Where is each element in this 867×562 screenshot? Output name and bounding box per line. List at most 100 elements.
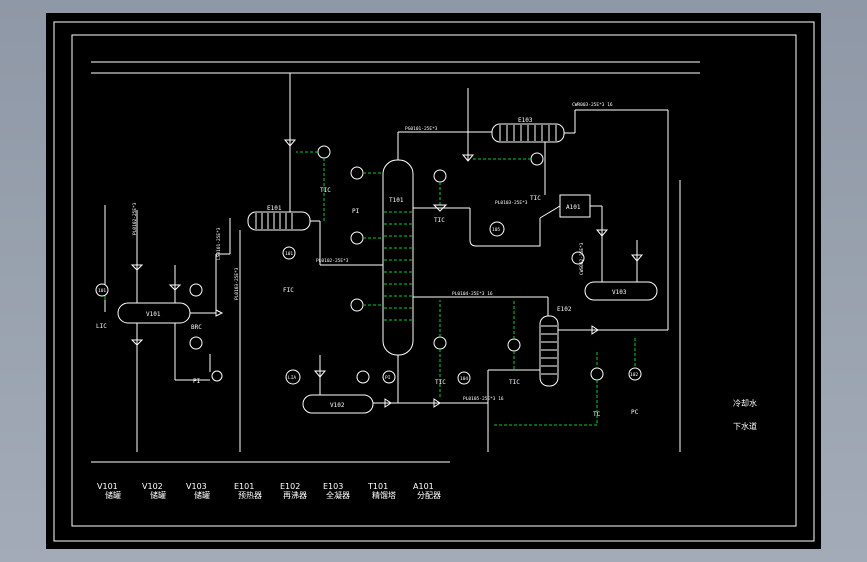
legend-e101-tag: E101 [234,482,254,491]
tic-top-bubble [317,145,331,159]
cw-top-label: CWR003-25E*3 16 [572,102,613,108]
outer-frame [53,21,815,542]
legend-v102-tag: V102 [142,482,163,491]
legend-t101: T101 精馏塔 [367,482,396,500]
legend-e101: E101 预热器 [234,482,262,500]
a101-flow-bubble [571,251,585,265]
valve-v101-top[interactable] [130,264,144,271]
flow-bubble [189,283,203,297]
v102-valve[interactable] [313,370,327,378]
t101-column [382,159,414,356]
legend-v102: V102 储罐 [142,482,166,500]
bottom-valve[interactable] [384,398,392,408]
lic-label: LIC [96,323,107,330]
steam-line-label: LS0101-25E*3 [216,227,222,260]
tic-e101-tag: 101 [285,251,293,257]
brc-label: BRC [191,324,202,331]
a101-line-label: CWS002-25E*3 [579,242,585,275]
a101-valve[interactable] [595,229,609,237]
legend-t101-tag: T101 [367,482,388,491]
line-e101-label: PL0103-25E*3 [234,267,240,300]
pi-pump-label: PI [193,378,201,385]
e103-tic-label: TIC [530,195,541,202]
fic-reflux-bubble [489,221,505,237]
pc-bubble-tag: 102 [630,372,638,378]
lia-bubble [285,369,301,385]
legend-e102-tag: E102 [280,482,300,491]
legend-a101: A101 分配器 [413,482,441,500]
legend-e103-tag: E103 [323,482,343,491]
t101-label: T101 [389,197,404,204]
legend-e103: E103 全凝器 [323,482,350,500]
lic-bubble-tag: 101 [98,288,106,294]
legend-v101: V101 储罐 [97,482,121,500]
lic-bubble [95,283,109,297]
cooling-water-label: 冷却水 [733,398,757,408]
legend-e101-name: 预热器 [238,490,262,500]
pi-bot-bubble-tag: PI [385,375,391,381]
legend-v103-name: 储罐 [194,490,210,500]
tic-mid-label: TIC [435,379,446,386]
legend-v103: V103 储罐 [186,482,210,500]
steam-valve[interactable] [283,139,297,147]
tic-e101-bubble [282,246,296,260]
e102-label: E102 [557,306,572,313]
fi-bubble [457,371,471,385]
v102-temp-bubble [356,370,370,384]
a101-label: A101 [566,204,581,211]
inner-frame [71,34,797,527]
legend-e102-name: 再沸器 [283,490,307,500]
bottom-line-label: PL0105-25E*3 16 [463,396,504,402]
tic-e102-bubble [507,338,521,352]
v103-label: V103 [612,289,627,296]
legend-v102-name: 储罐 [150,490,166,500]
valve-v101-bottom[interactable] [130,339,144,346]
v103-valve[interactable] [630,254,644,262]
cad-drawing-viewport[interactable]: V101 101 LIC BRC PI PL0102-25E*3 LS0101-… [46,13,821,549]
v102-vessel [302,394,374,414]
process-flow-diagram: V101 101 LIC BRC PI PL0102-25E*3 LS0101-… [53,21,815,542]
v103-vessel [584,281,658,301]
legend-v103-tag: V103 [186,482,207,491]
col-temp-bubble [350,231,364,245]
pc-bubble [628,367,642,381]
e102-valve[interactable] [591,325,599,335]
col-mid-bubble [350,298,364,312]
tc-label: TC [593,411,601,418]
legend-v101-name: 储罐 [105,490,121,500]
tic-col-label: TIC [434,217,445,224]
e103-label: E103 [518,117,533,124]
e103-temp-bubble [530,152,544,166]
tc-bubble [590,367,604,381]
e101-preheater [247,211,311,231]
pi-top-label: PI [352,208,360,215]
tic-e101-label: TIC [320,187,331,194]
legend-a101-name: 分配器 [417,491,441,500]
legend-e102: E102 再沸器 [280,482,307,500]
legend-e103-name: 全凝器 [326,490,350,500]
lia-bubble-tag: LIA [288,375,296,381]
fic-label: FIC [283,287,294,294]
side-line-label: PL0104-25E*3 16 [452,291,493,297]
v102-label: V102 [330,402,345,409]
brc-bubble [189,336,203,350]
tic-mid-bubble [433,336,447,350]
sewer-label: 下水道 [733,421,757,431]
legend-t101-name: 精馏塔 [372,490,396,500]
tic-col-bubble [433,169,447,183]
fi-bubble-tag: 104 [460,376,468,382]
bottom-valve-2[interactable] [433,398,441,408]
feed-inlet-label: PL0102-25E*3 [316,258,349,264]
pc-label: PC [631,409,639,416]
v101-label: V101 [146,311,161,318]
feed-line-label: PL0102-25E*3 [132,202,138,235]
e103-valve[interactable] [461,154,475,162]
valve-feed[interactable] [215,309,224,317]
pi-top-bubble [350,166,364,180]
legend-a101-tag: A101 [413,482,434,491]
e101-label: E101 [267,205,282,212]
top-vapor-label: PG0101-25E*3 [405,126,438,132]
reflux-line-label: PL0103-25E*3 [495,200,528,206]
feed-pump[interactable] [211,370,223,382]
valve-v101-right[interactable] [168,284,182,291]
